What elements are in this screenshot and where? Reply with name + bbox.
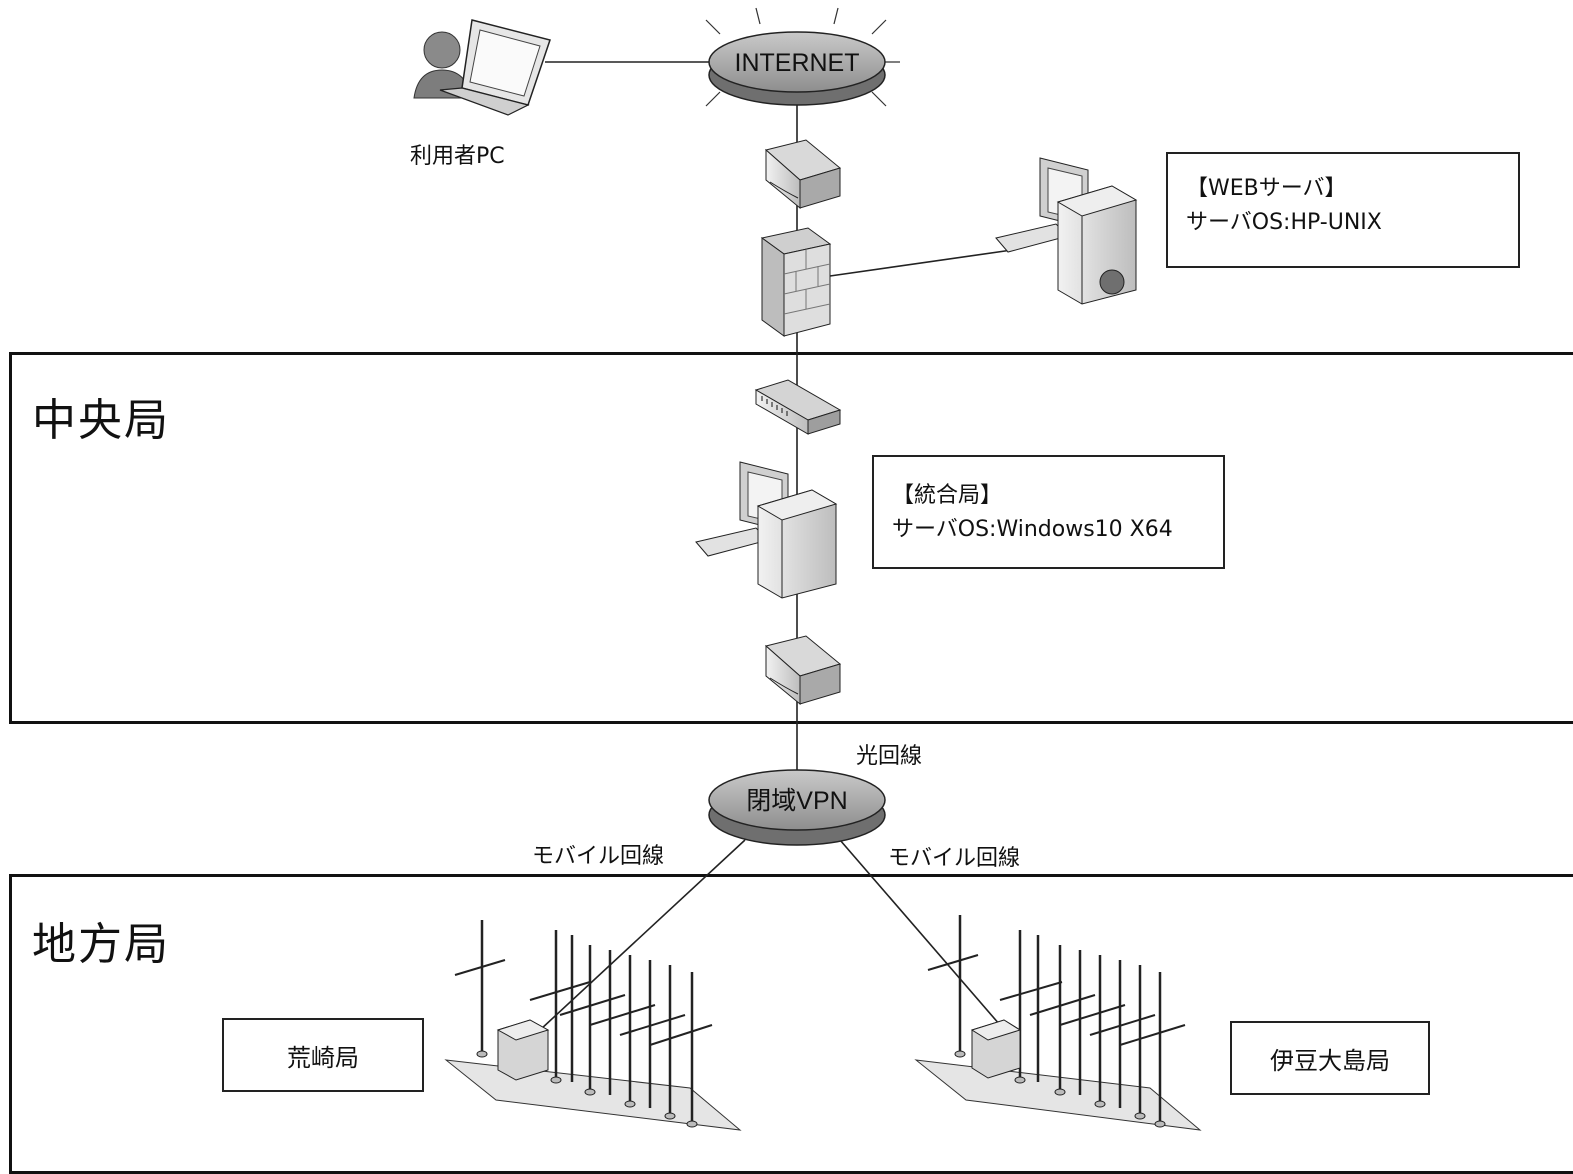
web-server-title: 【WEBサーバ】 bbox=[1186, 176, 1347, 201]
closed-vpn-cloud: 閉域VPN bbox=[708, 769, 886, 846]
integrated-server-icon bbox=[695, 461, 838, 599]
web-server-info-box: 【WEBサーバ】 サーバOS:HP-UNIX bbox=[1166, 152, 1520, 268]
router-icon bbox=[764, 139, 842, 210]
station-arasaki-box: 荒崎局 bbox=[222, 1018, 424, 1092]
firewall-icon bbox=[760, 227, 832, 337]
station-izu-oshima-label: 伊豆大島局 bbox=[1270, 1046, 1390, 1075]
user-pc-label: 利用者PC bbox=[410, 144, 505, 169]
link-vpn-izu bbox=[839, 839, 1001, 1026]
link-firewall-webserver bbox=[829, 249, 1013, 277]
central-zone-frame bbox=[9, 352, 1573, 724]
station-arasaki-label: 荒崎局 bbox=[287, 1043, 359, 1072]
station-izu-oshima-box: 伊豆大島局 bbox=[1230, 1021, 1430, 1095]
integrated-station-title: 【統合局】 bbox=[892, 483, 1003, 508]
regional-zone-label: 地方局 bbox=[32, 919, 170, 970]
antenna-array-icon-izu bbox=[914, 915, 1202, 1131]
central-zone-label: 中央局 bbox=[32, 395, 170, 446]
web-server-os: サーバOS:HP-UNIX bbox=[1186, 210, 1382, 235]
internet-cloud: INTERNET bbox=[705, 7, 900, 107]
web-server-icon bbox=[995, 157, 1138, 305]
fiber-line-label: 光回線 bbox=[856, 744, 923, 769]
antenna-array-icon bbox=[444, 920, 742, 1131]
integrated-station-os: サーバOS:Windows10 X64 bbox=[892, 517, 1173, 542]
mobile-line-right-label: モバイル回線 bbox=[888, 846, 1021, 871]
switch-icon bbox=[754, 379, 842, 435]
closed-vpn-label: 閉域VPN bbox=[746, 787, 847, 815]
mobile-line-left-label: モバイル回線 bbox=[532, 844, 665, 869]
integrated-station-info-box: 【統合局】 サーバOS:Windows10 X64 bbox=[872, 455, 1225, 569]
link-vpn-arasaki bbox=[539, 839, 746, 1031]
user-laptop-icon bbox=[413, 19, 551, 116]
internet-label: INTERNET bbox=[735, 49, 860, 77]
router-icon-lower bbox=[764, 635, 842, 706]
